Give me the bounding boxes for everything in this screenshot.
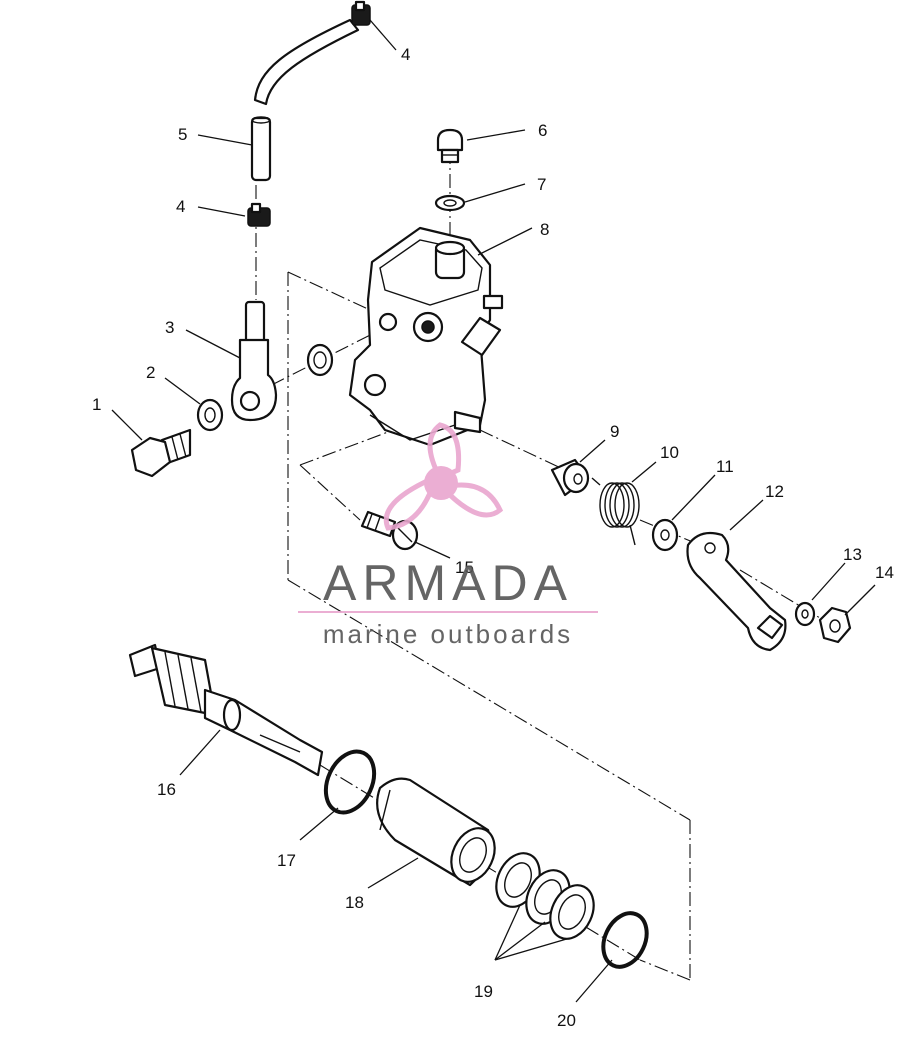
drive-shaft [128, 643, 324, 777]
callout-7: 7 [537, 175, 546, 194]
o-ring-small [306, 343, 334, 377]
callout-3: 3 [165, 318, 174, 337]
callout-6: 6 [538, 121, 547, 140]
hose-clamp-top [351, 0, 371, 26]
bushing [550, 458, 590, 497]
callout-19: 19 [474, 982, 493, 1001]
callout-4-top: 4 [401, 45, 410, 64]
flat-washer [651, 518, 679, 552]
oil-pump-body [348, 226, 504, 447]
callout-labels: 1 2 3 4 4 5 6 7 8 9 10 11 12 13 14 15 16… [92, 45, 894, 1030]
callout-5: 5 [178, 125, 187, 144]
callout-16: 16 [157, 780, 176, 799]
top-washer [434, 194, 466, 212]
propeller-logo-icon [383, 422, 504, 531]
callout-20: 20 [557, 1011, 576, 1030]
callout-2: 2 [146, 363, 155, 382]
o-ring-large [323, 749, 377, 815]
callout-12: 12 [765, 482, 784, 501]
callout-8: 8 [540, 220, 549, 239]
callout-18: 18 [345, 893, 364, 912]
shaft-sleeve [376, 777, 496, 887]
callout-11: 11 [716, 457, 734, 476]
callout-14: 14 [875, 563, 894, 582]
top-screw [436, 128, 464, 164]
armada-watermark: ARMADA marine outboards [298, 422, 598, 649]
control-lever [686, 531, 787, 652]
hex-nut [818, 606, 852, 644]
callout-13: 13 [843, 545, 862, 564]
callout-17: 17 [277, 851, 296, 870]
sealing-washer [196, 398, 224, 432]
callout-4-bottom: 4 [176, 197, 185, 216]
callout-10: 10 [660, 443, 679, 462]
snap-ring [601, 911, 649, 969]
lock-washer [794, 601, 816, 627]
fuel-hose-assembly [247, 0, 371, 227]
callout-15: 15 [455, 558, 474, 577]
torsion-spring [591, 477, 640, 546]
callout-leaders [111, 19, 876, 1003]
watermark-title: ARMADA [323, 555, 573, 611]
banjo-bolt [130, 428, 192, 478]
inlet-fitting [230, 300, 278, 422]
watermark-subtitle: marine outboards [323, 619, 573, 649]
hose-clamp-bottom [247, 202, 271, 227]
shim-set [495, 852, 595, 940]
callout-1: 1 [92, 395, 101, 414]
callout-9: 9 [610, 422, 619, 441]
